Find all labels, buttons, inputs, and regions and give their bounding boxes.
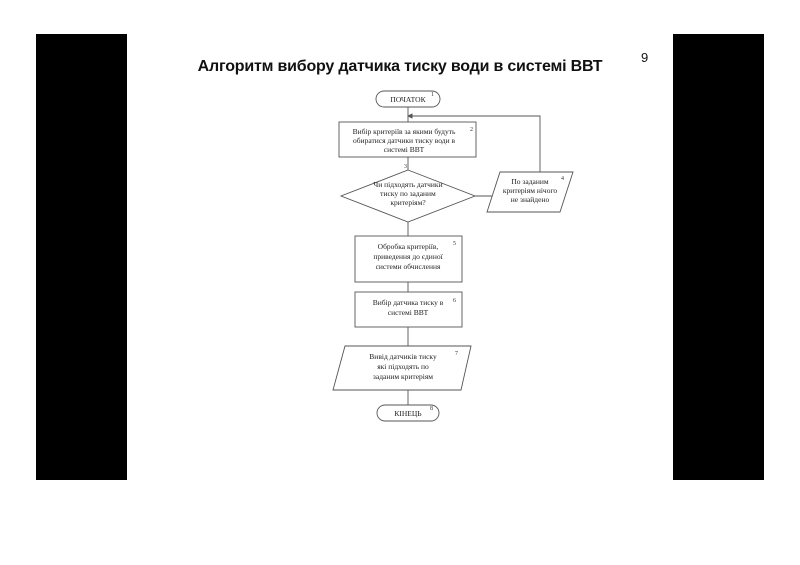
step-2-box: Вибір критеріїв за якими будуть обиратис…	[338, 121, 477, 158]
output-4-line-3: не знайдено	[511, 195, 550, 204]
output-4-line-2: критеріям нічого	[503, 186, 557, 195]
decision-3-line-1: Чи підходять датчики	[373, 180, 442, 189]
decision-3-line-2: тиску по заданим	[380, 189, 436, 198]
slide-title: Алгоритм вибору датчика тиску води в сис…	[197, 58, 603, 75]
step-5-box: Обробка критеріїв, приведення до єдиної …	[354, 235, 463, 283]
end-node: КІНЕЦЬ 8	[376, 404, 440, 422]
step-5-line-1: Обробка критеріїв,	[378, 242, 439, 251]
left-black-bar	[36, 34, 127, 480]
step-5-line-2: приведення до єдиної	[373, 252, 443, 261]
step-2-line-2: обиратися датчики тиску води в	[353, 136, 455, 145]
output-4-num: 4	[561, 176, 564, 182]
step-6-num: 6	[453, 298, 456, 304]
output-4-line-1: По заданим	[511, 177, 549, 186]
end-num: 8	[430, 406, 433, 412]
start-node: ПОЧАТОК 1	[375, 90, 441, 108]
step-6-line-2: системі ВВТ	[388, 308, 429, 317]
step-2-num: 2	[470, 127, 473, 133]
output-4-parallelogram: По заданим критеріям нічого не знайдено …	[486, 171, 574, 213]
output-7-parallelogram: Вивід датчиків тиску які підходять по за…	[332, 345, 472, 391]
connector-output4-loop	[407, 113, 541, 182]
right-black-bar	[673, 34, 764, 480]
decision-3-diamond: Чи підходять датчики тиску по заданим кр…	[339, 164, 477, 223]
decision-3-line-3: критеріям?	[390, 198, 426, 207]
step-6-box: Вибір датчика тиску в системі ВВТ 6	[354, 291, 463, 328]
step-5-num: 5	[453, 241, 456, 247]
output-7-num: 7	[455, 351, 458, 357]
start-label: ПОЧАТОК	[390, 95, 426, 104]
output-7-line-2: які підходять по	[377, 362, 429, 371]
end-label: КІНЕЦЬ	[394, 409, 422, 418]
output-7-line-3: заданим критеріям	[373, 372, 433, 381]
step-2-line-1: Вибір критеріїв за якими будуть	[353, 127, 456, 136]
output-7-line-1: Вивід датчиків тиску	[369, 352, 437, 361]
step-6-line-1: Вибір датчика тиску в	[373, 298, 444, 307]
decision-3-num: 3	[404, 164, 407, 170]
step-2-line-3: системі ВВТ	[384, 145, 425, 154]
slide-number: 9	[641, 50, 649, 65]
start-num: 1	[431, 92, 434, 98]
step-5-line-3: системи обчислення	[376, 262, 441, 271]
connector-lines	[407, 107, 541, 405]
